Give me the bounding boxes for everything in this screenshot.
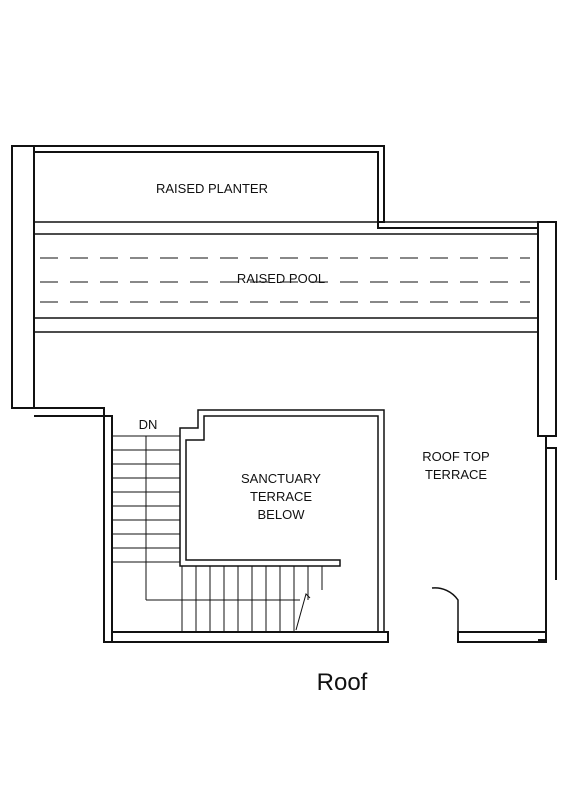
outer-wall-bottom-left bbox=[104, 631, 389, 643]
label-sanctuary-2: TERRACE bbox=[250, 489, 312, 504]
plan-title: Roof bbox=[317, 669, 368, 696]
outer-wall-left-lower bbox=[12, 407, 113, 643]
outer-wall-right-lower bbox=[538, 435, 547, 641]
label-roof-top-2: TERRACE bbox=[425, 467, 487, 482]
label-sanctuary-1: SANCTUARY bbox=[241, 471, 321, 486]
pool bbox=[34, 221, 538, 333]
outer-wall-bottom-right bbox=[457, 631, 547, 643]
label-raised-planter: RAISED PLANTER bbox=[156, 181, 268, 196]
outer-wall-right bbox=[537, 221, 557, 437]
sanctuary-void-outline bbox=[179, 409, 385, 633]
stairs-vertical bbox=[112, 435, 300, 601]
label-stair-dn: DN bbox=[139, 417, 158, 432]
outer-wall-left bbox=[11, 145, 35, 409]
stairs-horizontal bbox=[181, 566, 323, 632]
label-roof-top-1: ROOF TOP bbox=[422, 449, 489, 464]
walls bbox=[11, 145, 557, 643]
label-sanctuary-3: BELOW bbox=[258, 507, 306, 522]
pool-edge-top bbox=[377, 222, 538, 229]
door-swing bbox=[431, 587, 459, 632]
wall-stub-right bbox=[546, 447, 557, 580]
label-raised-pool: RAISED POOL bbox=[237, 271, 325, 286]
